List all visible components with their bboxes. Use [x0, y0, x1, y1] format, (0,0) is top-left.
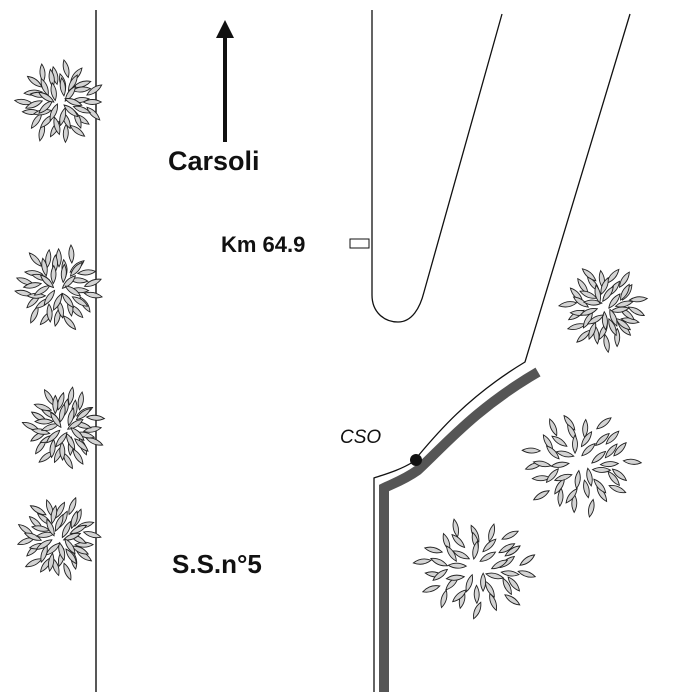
branch-road-edge	[373, 13, 631, 692]
tree-icon	[14, 244, 103, 331]
direction-label: Carsoli	[168, 146, 260, 176]
tree-icon	[521, 414, 643, 518]
road-edge-right	[371, 10, 503, 323]
tree-icon	[13, 59, 103, 144]
arrow-up-icon	[216, 20, 234, 38]
road-label: S.S.n°5	[172, 549, 262, 579]
trees-group	[13, 59, 649, 620]
kilometer-label: Km 64.9	[221, 232, 306, 257]
tree-icon	[21, 386, 106, 470]
tree-icon	[412, 518, 537, 620]
milestone-icon	[349, 238, 370, 249]
tree-icon	[558, 268, 649, 354]
station-label: CSO	[340, 427, 382, 448]
dot-icon	[410, 454, 422, 466]
guard-rail	[379, 367, 541, 692]
tree-icon	[16, 496, 102, 581]
